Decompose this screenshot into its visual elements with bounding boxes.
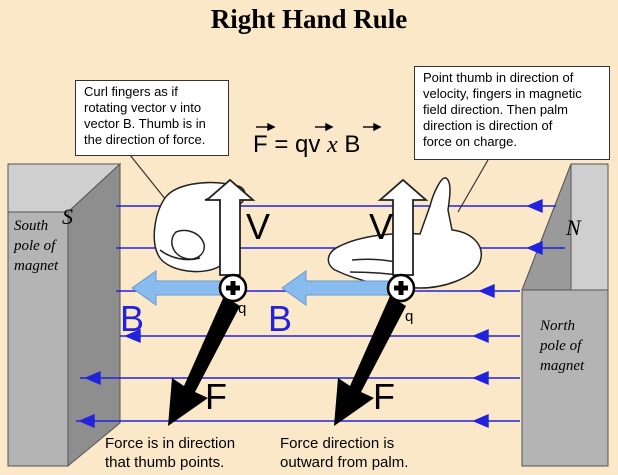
south-pole-text: South pole of magnet bbox=[14, 216, 58, 276]
formula-vector-arrows bbox=[256, 122, 382, 132]
caption-left: Force is in direction that thumb points. bbox=[105, 434, 235, 472]
callout-right-pointer bbox=[457, 159, 489, 213]
force-vector-left bbox=[168, 296, 240, 426]
formula-cross: x bbox=[327, 132, 338, 158]
caption-right-line: Force direction is bbox=[280, 435, 395, 452]
callout-right: Point thumb in direction of velocity, fi… bbox=[414, 66, 610, 160]
callout-left-line: rotating vector v into bbox=[84, 100, 202, 115]
south-pole-letter: S bbox=[62, 204, 73, 229]
field-lines bbox=[76, 198, 565, 429]
force-label-left: F bbox=[205, 376, 227, 417]
callout-left: Curl fingers as if rotating vector v int… bbox=[75, 80, 229, 156]
field-vector-left bbox=[131, 270, 227, 306]
north-pole-letter: N bbox=[566, 215, 581, 240]
callout-left-line: Curl fingers as if bbox=[84, 84, 178, 99]
caption-right-line: outward from palm. bbox=[280, 454, 409, 471]
south-magnet bbox=[7, 162, 122, 468]
charge-label-right: q bbox=[405, 308, 414, 325]
force-vector-right bbox=[334, 296, 406, 426]
field-vector-right bbox=[281, 270, 389, 306]
caption-left-line: that thumb points. bbox=[105, 454, 225, 471]
force-formula: F = qv x B bbox=[253, 131, 360, 159]
callout-right-line: velocity, fingers in magnetic bbox=[423, 86, 582, 101]
velocity-vector-left bbox=[204, 178, 256, 276]
south-pole-line: magnet bbox=[14, 258, 59, 274]
velocity-label-right: V bbox=[369, 206, 394, 247]
callout-left-pointer bbox=[129, 154, 167, 201]
north-pole-line: magnet bbox=[540, 358, 585, 374]
formula-field: B bbox=[344, 131, 361, 158]
caption-right: Force direction is outward from palm. bbox=[280, 434, 408, 472]
charge-label-left: q bbox=[238, 300, 247, 317]
charge-left-icon bbox=[218, 273, 248, 303]
force-label-right: F bbox=[373, 376, 395, 417]
south-pole-line: South bbox=[14, 218, 49, 234]
page-title: Right Hand Rule bbox=[210, 4, 408, 34]
callout-right-line: Point thumb in direction of bbox=[423, 70, 574, 85]
formula-force: F bbox=[253, 131, 268, 158]
formula-equals-q: = q bbox=[274, 131, 309, 158]
caption-left-line: Force is in direction bbox=[105, 435, 236, 452]
north-pole-text: North pole of magnet bbox=[540, 316, 584, 376]
field-label-right: B bbox=[268, 298, 293, 339]
callout-left-line: the direction of force. bbox=[84, 132, 206, 147]
north-pole-line: North bbox=[540, 318, 576, 334]
velocity-label-left: V bbox=[246, 206, 271, 247]
callout-right-line: field direction. Then palm bbox=[423, 102, 569, 117]
north-pole-line: pole of bbox=[540, 338, 582, 354]
callout-right-line: direction is direction of bbox=[423, 118, 553, 133]
field-label-left: B bbox=[120, 298, 145, 339]
callout-left-line: vector B. Thumb is in bbox=[84, 116, 206, 131]
north-magnet bbox=[521, 163, 609, 467]
callout-right-line: force on charge. bbox=[423, 134, 517, 149]
formula-velocity: v bbox=[308, 131, 321, 158]
south-pole-line: pole of bbox=[14, 238, 56, 254]
charge-right-icon bbox=[386, 273, 416, 303]
